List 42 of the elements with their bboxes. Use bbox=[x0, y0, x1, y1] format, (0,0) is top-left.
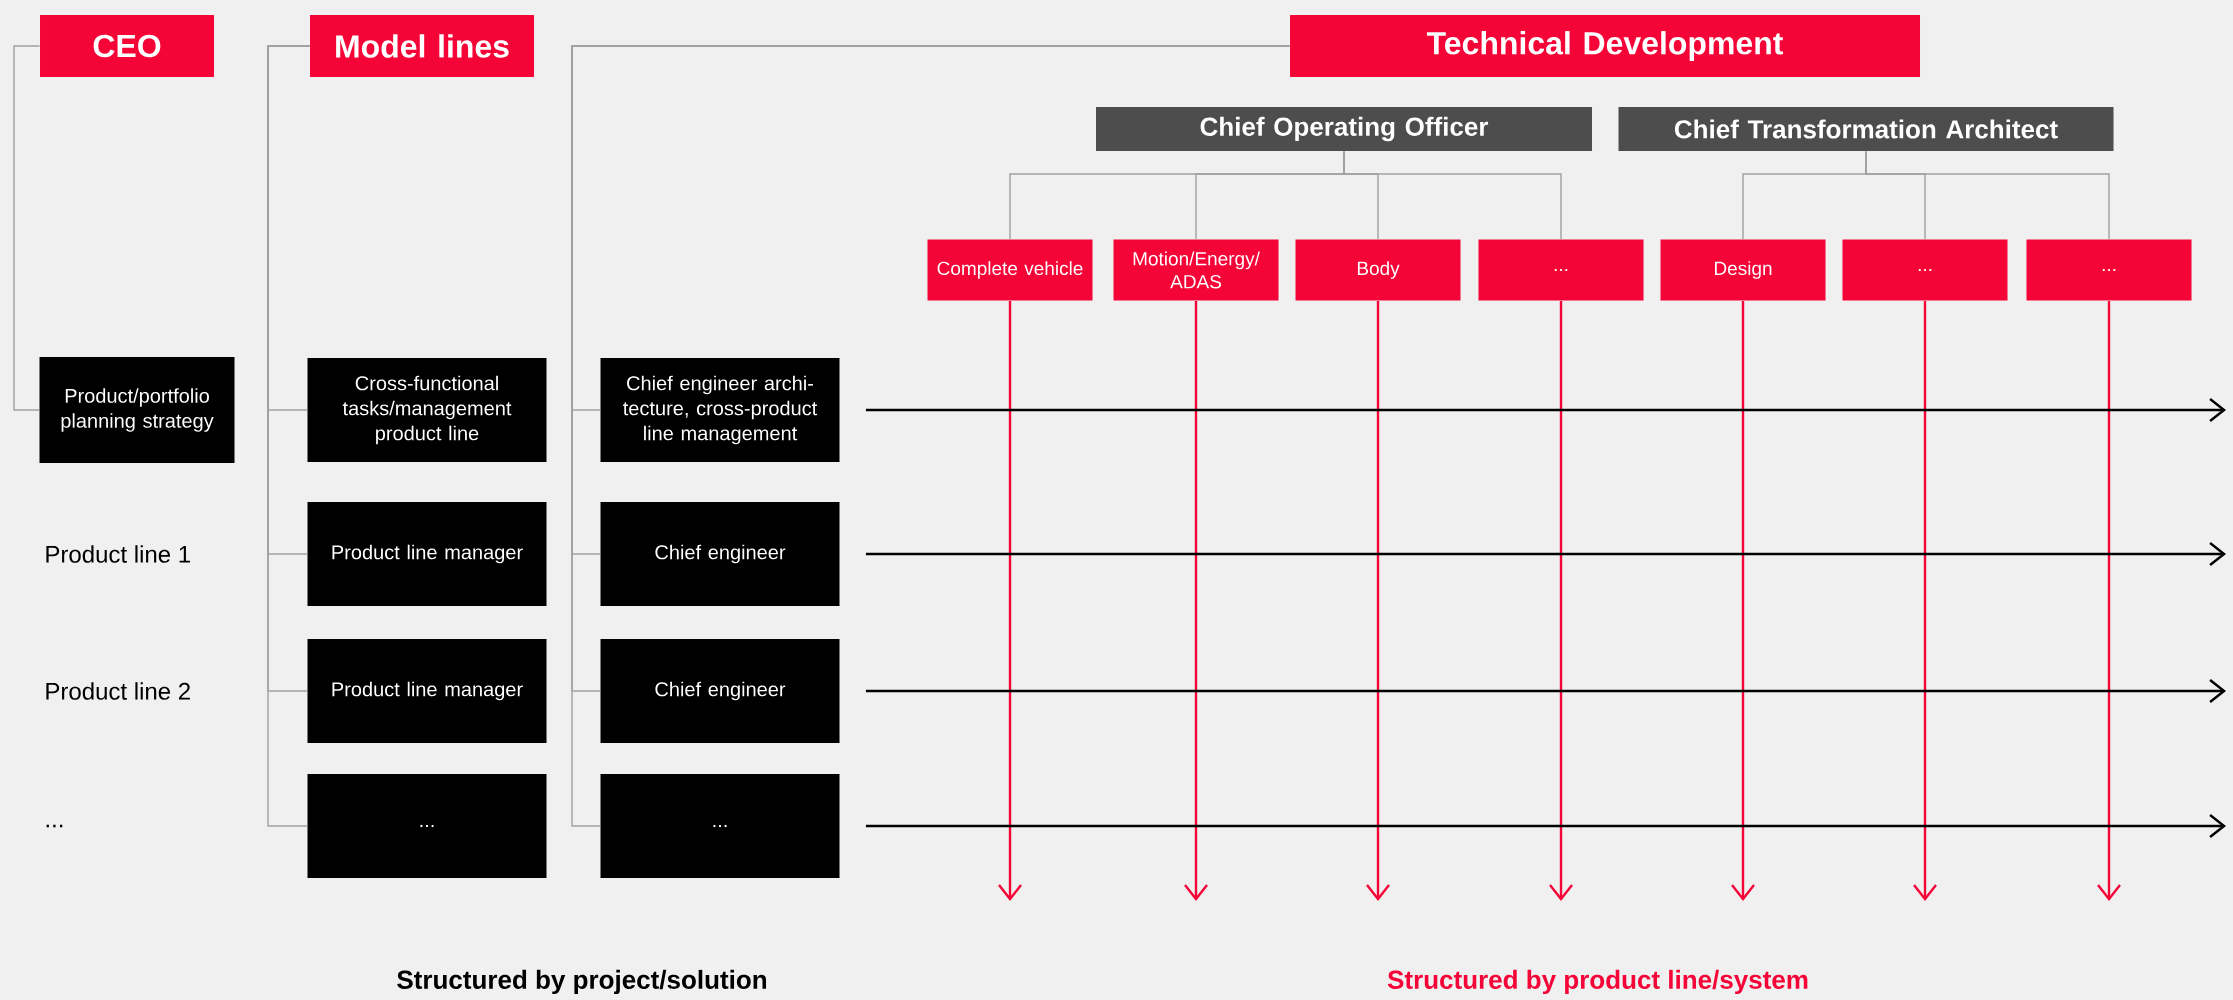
arrow bbox=[1184, 300, 1208, 901]
arrow bbox=[865, 398, 2226, 422]
role-box: Chief Operating Officer bbox=[1096, 107, 1592, 151]
arrow bbox=[1913, 300, 1937, 901]
arrow bbox=[865, 542, 2226, 566]
arrow bbox=[1366, 300, 1390, 901]
connector-line bbox=[267, 45, 311, 827]
connector-line bbox=[571, 45, 1291, 827]
role-box: Chief Transformation Architect bbox=[1618, 107, 2114, 151]
row-label: Product line 2 bbox=[46, 682, 190, 700]
header-box: CEO bbox=[40, 15, 214, 77]
connector-line bbox=[1865, 150, 2110, 240]
function-box: Product/portfolio planning strategy bbox=[39, 357, 235, 463]
arrow bbox=[1549, 300, 1573, 901]
function-box: Chief engineer bbox=[600, 502, 840, 606]
function-box: Product line manager bbox=[307, 639, 547, 743]
arrow bbox=[2097, 300, 2121, 901]
connector-line bbox=[1343, 150, 1562, 240]
arrow bbox=[1731, 300, 1755, 901]
department-box: ... bbox=[1478, 239, 1644, 301]
header-box: Model lines bbox=[310, 15, 534, 77]
department-box: Complete vehicle bbox=[927, 239, 1093, 301]
department-box: ... bbox=[2026, 239, 2192, 301]
department-box: Design bbox=[1660, 239, 1826, 301]
function-box: Chief engineer archi- tecture, cross-product line management bbox=[600, 358, 840, 462]
department-box: ... bbox=[1842, 239, 2008, 301]
footer-caption: Structured by project/solution bbox=[397, 969, 766, 995]
function-box: Cross-functional tasks/management product line bbox=[307, 358, 547, 462]
footer-caption: Structured by product line/system bbox=[1387, 969, 1808, 995]
arrow bbox=[865, 679, 2226, 703]
department-box: Body bbox=[1295, 239, 1461, 301]
function-box: Chief engineer bbox=[600, 639, 840, 743]
department-box: Motion/Energy/ ADAS bbox=[1113, 239, 1279, 301]
row-label: Product line 1 bbox=[46, 545, 190, 563]
arrow bbox=[998, 300, 1022, 901]
function-box: ... bbox=[307, 774, 547, 878]
function-box: Product line manager bbox=[307, 502, 547, 606]
header-box: Technical Development bbox=[1290, 15, 1920, 77]
row-label: ... bbox=[46, 824, 63, 828]
arrow bbox=[865, 814, 2226, 838]
function-box: ... bbox=[600, 774, 840, 878]
connector-line bbox=[13, 45, 41, 411]
